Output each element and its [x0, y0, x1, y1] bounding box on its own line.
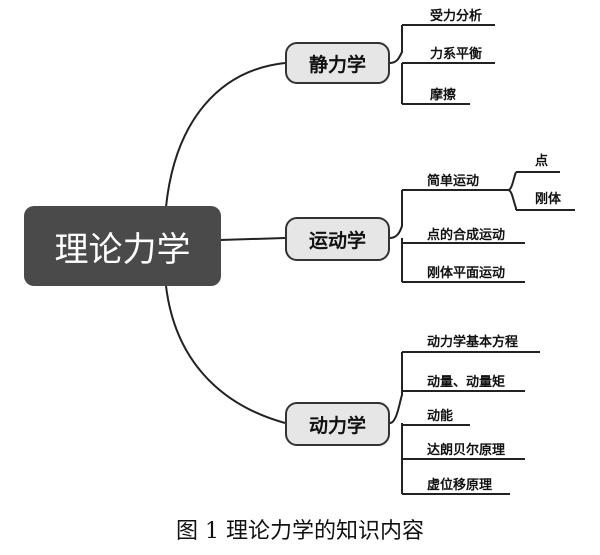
leaf-dalembert-principle: 达朗贝尔原理: [427, 443, 506, 458]
edge-statics-fan: [389, 25, 403, 104]
root-node: 理论力学: [24, 206, 221, 286]
leaf-force-analysis: 受力分析: [430, 9, 483, 24]
branch-statics: 静力学: [285, 42, 390, 84]
edge-dynamics-fan: [389, 352, 403, 494]
branch-dynamics: 动力学: [285, 402, 390, 446]
figure-caption: 图 1 理论力学的知识内容: [176, 519, 424, 544]
leaf-planar-motion-rigid-body: 刚体平面运动: [427, 266, 506, 281]
edge-root-statics: [165, 62, 286, 208]
leaf-kinetic-energy: 动能: [427, 409, 454, 424]
leaf-friction: 摩擦: [430, 88, 457, 103]
leaf-composite-motion-of-point: 点的合成运动: [427, 228, 506, 243]
edge-root-dynamics: [165, 285, 286, 424]
edge-root-kinematics: [219, 237, 286, 241]
edge-kinematics-fan: [389, 190, 403, 282]
leaf-virtual-displacement-principle: 虚位移原理: [427, 478, 493, 493]
leaf-point: 点: [535, 154, 549, 169]
leaf-basic-dynamics-equation: 动力学基本方程: [427, 335, 519, 350]
leaf-simple-motion: 简单运动: [427, 174, 480, 189]
edge-simple-motion-fan: [507, 171, 517, 210]
leaf-rigid-body: 刚体: [535, 192, 562, 207]
leaf-momentum: 动量、动量矩: [427, 375, 506, 390]
branch-kinematics: 运动学: [285, 217, 390, 261]
leaf-force-system-equilibrium: 力系平衡: [430, 47, 483, 62]
